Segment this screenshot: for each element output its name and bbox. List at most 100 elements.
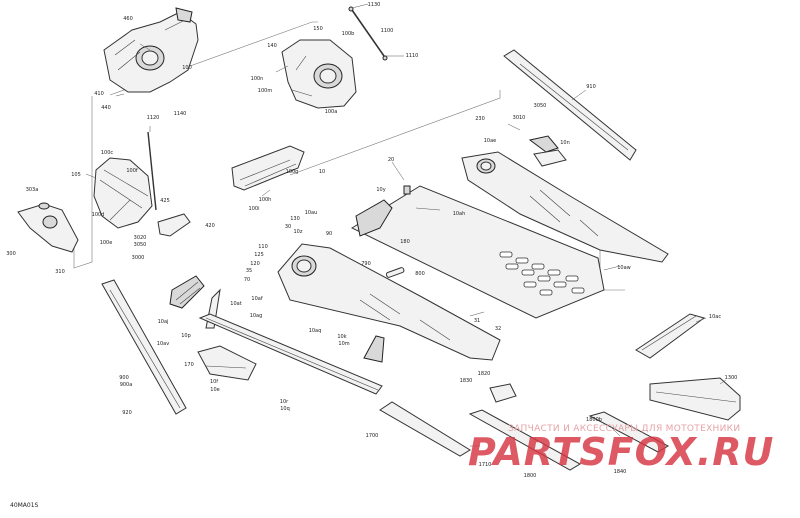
callout-label: 140 — [267, 43, 277, 49]
front-frame-assembly — [17, 131, 191, 253]
callout-label: 10ae — [483, 138, 497, 144]
callout-label: 20 — [387, 157, 395, 163]
callout-label: 100a — [324, 109, 338, 115]
callout-label: 1800 — [523, 473, 537, 479]
callout-label: 10k — [337, 334, 347, 340]
callout-label: 1110 — [405, 53, 419, 59]
callout-label: 303a — [25, 187, 39, 193]
middle-support-bracket — [231, 145, 305, 191]
callout-label: 10e — [210, 387, 220, 393]
callout-label: 10r — [279, 399, 289, 405]
callout-label: 425 — [160, 198, 170, 204]
callout-label: 10at — [230, 301, 242, 307]
callout-label: 10au — [304, 210, 318, 216]
running-board-strip — [197, 313, 383, 395]
callout-label: 3020 — [133, 235, 147, 241]
callout-label: 100e — [99, 240, 113, 246]
callout-label: 100n — [250, 76, 264, 82]
callout-label: 1120 — [146, 115, 160, 121]
upper-casting-assembly — [281, 6, 388, 109]
leader-lines — [85, 3, 727, 447]
callout-label: 920 — [122, 410, 132, 416]
callout-label: 100i — [248, 206, 260, 212]
callout-label: 10af — [251, 296, 263, 302]
callout-label: 31 — [473, 318, 481, 324]
callout-label: 1300 — [724, 375, 738, 381]
callout-label: 10aj — [157, 319, 169, 325]
callout-label: 125 — [254, 252, 264, 258]
callout-label: 32 — [494, 326, 502, 332]
callout-label: 35 — [245, 268, 253, 274]
callout-label: 1710 — [478, 462, 492, 468]
callout-label: 90 — [325, 231, 333, 237]
callout-label: 3010 — [512, 115, 526, 121]
callout-label: 10av — [156, 341, 170, 347]
callout-label: 10ac — [708, 314, 722, 320]
callout-label: 120 — [250, 261, 260, 267]
callout-label: 100d — [91, 212, 105, 218]
left-foot-rail — [101, 279, 187, 415]
callout-label: 10z — [293, 229, 303, 235]
callout-label: 100f — [126, 168, 138, 174]
callout-label: 170 — [184, 362, 194, 368]
callout-label: 790 — [361, 261, 371, 267]
callout-label: 1840 — [613, 469, 627, 475]
callout-label: 10n — [560, 140, 570, 146]
callout-label: 1820 — [477, 371, 491, 377]
callout-label: 3050 — [133, 242, 147, 248]
callout-label: 310 — [55, 269, 65, 275]
callout-label: 3000 — [131, 255, 145, 261]
callout-label: 910 — [586, 84, 596, 90]
rear-bumper-bar — [503, 49, 637, 161]
callout-label: 180 — [400, 239, 410, 245]
callout-label: 10f — [209, 379, 219, 385]
callout-label: 1830 — [459, 378, 473, 384]
group-outline-front-frame — [73, 96, 93, 269]
lower-rails — [379, 377, 741, 471]
callout-label: 1700 — [365, 433, 379, 439]
callout-label: 1130 — [367, 2, 381, 8]
callout-label: 10 — [318, 169, 326, 175]
tunnel-plate — [350, 185, 605, 319]
callout-label: 30 — [284, 224, 292, 230]
callout-label: 10aw — [617, 265, 631, 271]
callout-label: 10p — [181, 333, 191, 339]
left-side-rail — [277, 243, 501, 363]
callout-label: 100m — [257, 88, 273, 94]
callout-label: 10m — [338, 341, 350, 347]
callout-label: 10q — [280, 406, 290, 412]
right-running-board — [635, 313, 706, 359]
callout-label: 1100 — [380, 28, 394, 34]
callout-label: 440 — [101, 105, 111, 111]
callout-label: 3050 — [533, 103, 547, 109]
callout-label: 230 — [475, 116, 485, 122]
callout-label: 10ah — [452, 211, 466, 217]
document-code: 40MA01S — [10, 502, 39, 509]
callout-label: 100 — [182, 65, 192, 71]
callout-label: 1800b — [586, 417, 602, 423]
callout-label: 130 — [290, 216, 300, 222]
callout-label: 105 — [71, 172, 81, 178]
callout-label: 420 — [205, 223, 215, 229]
front-upper-frame — [103, 7, 199, 93]
right-side-rail — [461, 135, 669, 263]
callout-label: 150 — [313, 26, 323, 32]
callout-label: 100b — [341, 31, 355, 37]
callout-label: 900a — [119, 382, 133, 388]
callout-label: 800 — [415, 271, 425, 277]
group-outline-tunnel — [289, 90, 501, 176]
callout-label: 70 — [243, 277, 251, 283]
callout-label: 10ag — [249, 313, 263, 319]
callout-label: 100c — [100, 150, 114, 156]
callout-label: 900 — [119, 375, 129, 381]
callout-label: 1140 — [173, 111, 187, 117]
callout-label: 410 — [94, 91, 104, 97]
callout-label: 10y — [376, 187, 386, 193]
callout-label: 460 — [123, 16, 133, 22]
callout-label: 100h — [258, 197, 272, 203]
callout-label: 100g — [285, 169, 299, 175]
callout-label: 10aq — [308, 328, 322, 334]
callout-label: 300 — [6, 251, 16, 257]
